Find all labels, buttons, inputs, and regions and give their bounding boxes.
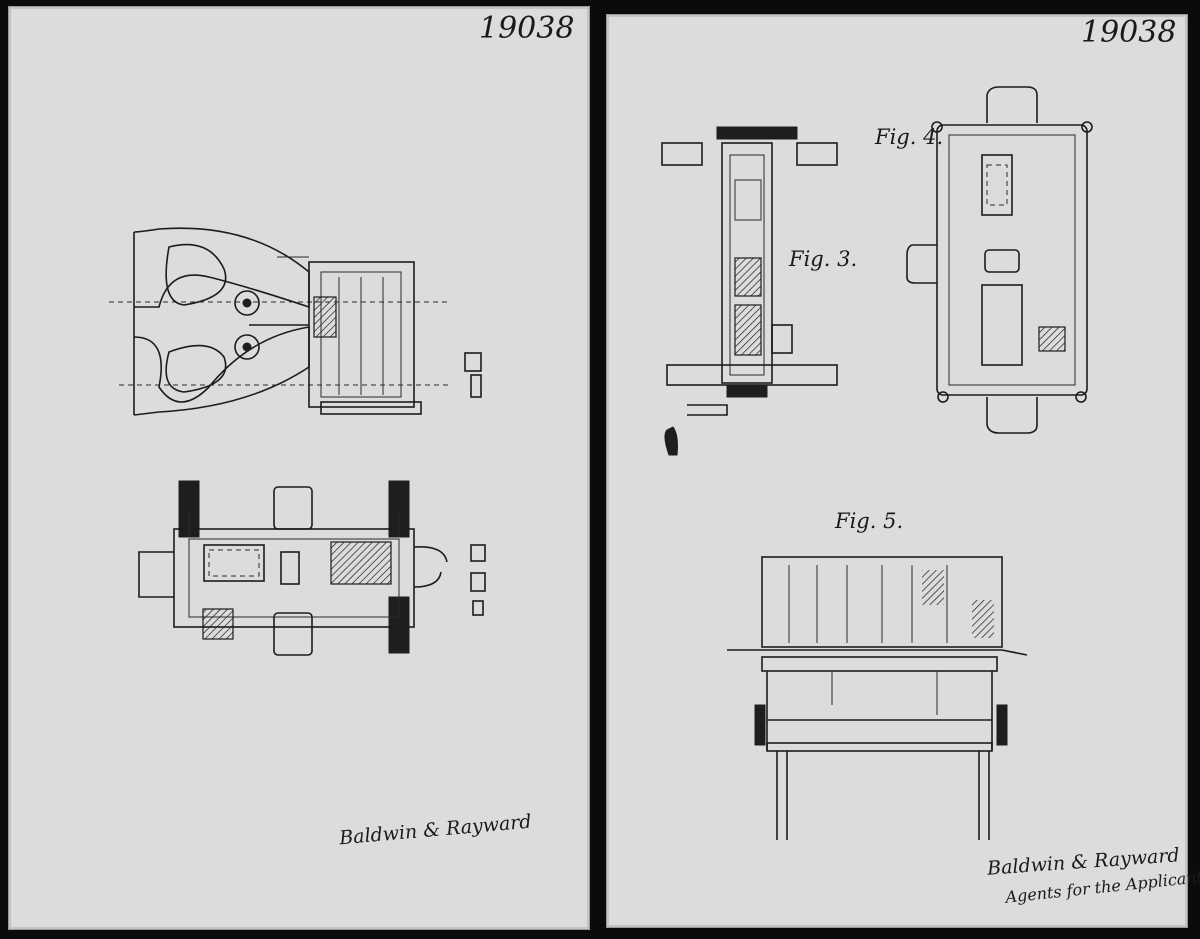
left-drawing-sheet: 19038 Baldwin & Rayward: [8, 6, 590, 930]
upper-side-elevation-figure: [109, 227, 482, 416]
right-patent-drawing: [661, 86, 1093, 840]
fig-5-label: Fig. 5.: [835, 509, 904, 533]
right-sheet-number: 19038: [1081, 15, 1177, 50]
fig-5-elevation-drawing: [727, 556, 1028, 840]
lower-plan-view-figure: [138, 480, 486, 656]
right-drawing-sheet: 19038 Fig. 3. Fig. 4. Fig. 5. Baldwin & …: [606, 14, 1200, 928]
left-sheet-number: 19038: [479, 11, 575, 46]
fig-3-label: Fig. 3.: [789, 247, 858, 271]
left-patent-drawing: [109, 227, 486, 656]
fig-4-label: Fig. 4.: [875, 125, 944, 149]
fig-3-section-drawing: [661, 126, 838, 456]
fig-4-plan-drawing: [906, 86, 1093, 434]
